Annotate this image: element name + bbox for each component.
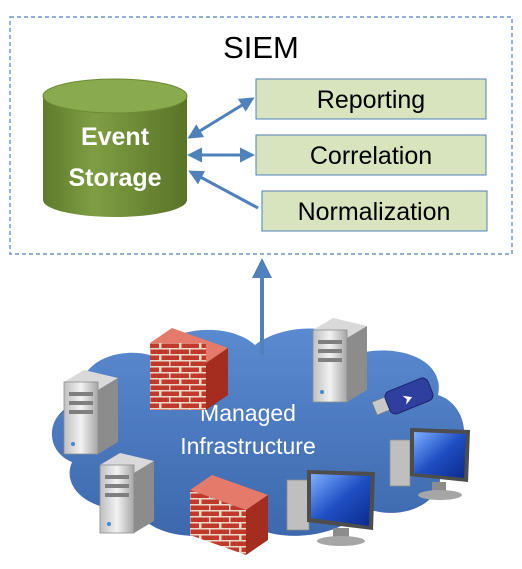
desktop-computer-icon [389, 428, 470, 500]
event-storage-label-line1: Event [81, 123, 150, 151]
module-normalization: Normalization [261, 190, 488, 232]
infrastructure-label-line2: Infrastructure [180, 433, 316, 459]
module-correlation-label: Correlation [310, 142, 432, 170]
infrastructure-label-line1: Managed [200, 400, 296, 426]
siem-title: SIEM [223, 30, 299, 65]
database-icon [43, 96, 187, 217]
arrow-normalization-storage [188, 170, 259, 210]
module-reporting: Reporting [255, 78, 487, 120]
server-icon [99, 453, 154, 534]
event-storage-database: Event Storage [42, 78, 188, 217]
server-icon [63, 370, 118, 455]
desktop-computer-icon [286, 470, 375, 546]
module-correlation: Correlation [255, 134, 487, 176]
module-normalization-label: Normalization [298, 198, 451, 226]
event-storage-label-line2: Storage [68, 164, 161, 192]
usb-drive-icon: ⮞ [371, 377, 434, 416]
module-reporting-label: Reporting [317, 86, 425, 114]
firewall-icon [150, 328, 228, 410]
firewall-icon [190, 475, 268, 555]
server-icon [312, 318, 367, 403]
arrow-storage-reporting [187, 97, 255, 139]
